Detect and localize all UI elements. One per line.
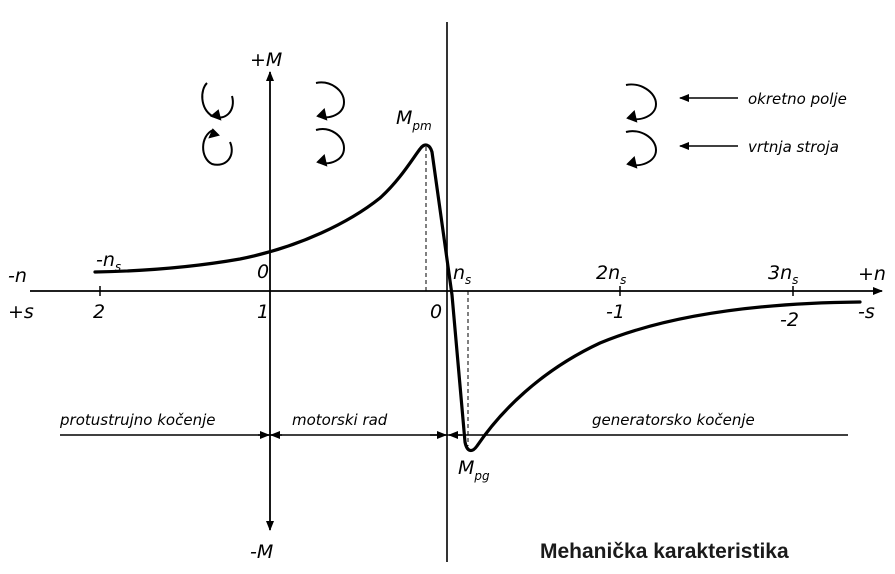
- diagram-title: Mehanička karakteristika: [540, 540, 789, 563]
- rotation-arrow-icon: [315, 81, 346, 121]
- s-tick-1: 1: [257, 301, 269, 323]
- n-axis-pos-label: +n: [858, 263, 886, 285]
- n-tick-3ns: 3ns: [768, 262, 798, 287]
- rotation-arrow-icon: [625, 83, 658, 123]
- mpm-label: Mpm: [396, 107, 432, 133]
- s-tick-minus-2: -2: [780, 309, 799, 331]
- mpg-label: Mpg: [458, 457, 490, 483]
- n-tick-neg-ns: -ns: [96, 249, 121, 274]
- region-motor-label: motorski rad: [292, 411, 388, 429]
- region-counter-label: protustrujno kočenje: [59, 411, 216, 429]
- region-generator-label: generatorsko kočenje: [592, 411, 755, 429]
- rotation-icons-right: [625, 83, 658, 169]
- s-tick-2: 2: [93, 301, 105, 323]
- rotation-icons-mid: [315, 81, 346, 167]
- y-axis-pos-label: +M: [250, 49, 282, 71]
- axis-ticks: [99, 286, 794, 296]
- n-tick-ns: ns: [453, 262, 471, 287]
- rotation-arrow-icon: [315, 128, 346, 167]
- s-tick-0: 0: [430, 301, 442, 323]
- s-axis-pos-label: +s: [8, 301, 34, 323]
- s-tick-minus-1: -1: [606, 301, 625, 323]
- rotation-icons-left: [201, 82, 234, 166]
- s-axis-neg-label: -s: [858, 301, 875, 323]
- legend-rotation-label: vrtnja stroja: [748, 138, 839, 156]
- y-axis-neg-label: -M: [250, 541, 273, 563]
- legend-field-label: okretno polje: [748, 90, 847, 108]
- n-tick-zero: 0: [257, 261, 269, 283]
- n-axis-neg-label: -n: [8, 265, 27, 287]
- torque-curve: [93, 143, 862, 453]
- rotation-arrow-icon: [625, 130, 658, 169]
- rotation-arrow-icon: [201, 82, 234, 121]
- n-tick-2ns: 2ns: [596, 262, 626, 287]
- rotation-arrow-icon: [202, 128, 233, 166]
